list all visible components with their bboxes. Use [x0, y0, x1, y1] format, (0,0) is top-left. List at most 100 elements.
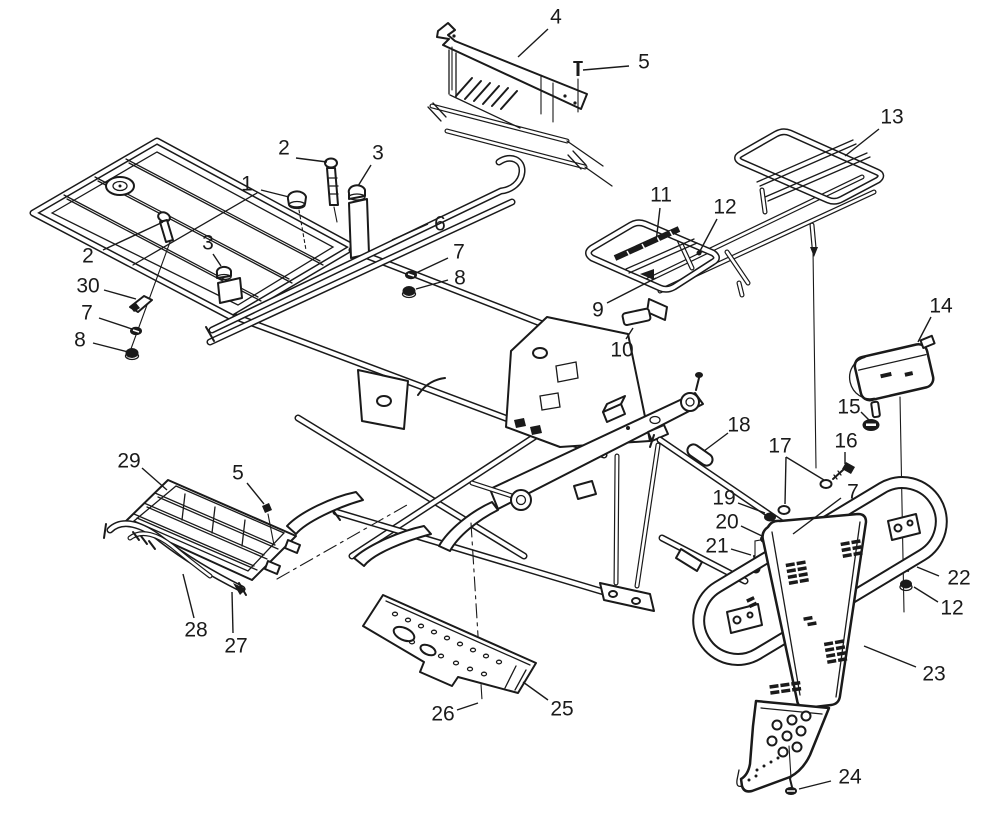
callout-leader-7 — [98, 317, 133, 330]
callout-leader-18 — [703, 432, 729, 452]
callout-leader-1 — [260, 189, 290, 198]
callout-leader-14 — [917, 316, 932, 343]
rivet-12 — [696, 250, 702, 256]
plate-holes — [391, 611, 503, 677]
blade-flange — [438, 501, 499, 552]
callout-3: 3 — [202, 232, 214, 255]
centerline — [276, 504, 408, 580]
footrest-29 — [124, 479, 301, 581]
bumper-plate — [761, 512, 868, 710]
callout-leader-17 — [784, 456, 787, 505]
washer-17 — [819, 479, 833, 489]
callout-leader-28 — [182, 573, 195, 619]
callout-leader-26 — [456, 702, 479, 711]
callout-30: 30 — [76, 275, 99, 298]
callout-27: 27 — [224, 635, 247, 658]
callout-28: 28 — [184, 619, 207, 642]
callout-leader-19 — [737, 502, 766, 514]
callout-29: 29 — [117, 450, 140, 473]
spacer-15 — [870, 400, 881, 419]
callout-12: 12 — [713, 196, 736, 219]
crossbar-tube-6 — [205, 154, 526, 342]
bumper-bracket — [887, 513, 921, 541]
callout-leader-8 — [415, 279, 449, 290]
callout-leader-29 — [141, 467, 168, 491]
callout-leader-4 — [517, 28, 549, 58]
callout-6: 6 — [434, 213, 446, 236]
callout-14: 14 — [929, 295, 953, 318]
callout-22: 22 — [947, 567, 970, 590]
callout-leader-7 — [792, 497, 842, 535]
callout-23: 23 — [922, 663, 945, 686]
cap-3b — [215, 265, 232, 279]
bolt-16 — [832, 462, 855, 480]
callout-7: 7 — [847, 481, 859, 504]
callout-26: 26 — [431, 703, 454, 726]
callout-leader-23 — [863, 645, 917, 668]
callout-leader-25 — [522, 681, 549, 701]
callout-leader-21 — [730, 548, 752, 556]
callout-leader-3 — [357, 164, 372, 187]
callout-leader-5 — [246, 482, 265, 505]
nut-7-left — [130, 326, 142, 336]
callout-21: 21 — [705, 535, 728, 558]
callout-leader-27 — [231, 591, 234, 634]
callout-5: 5 — [638, 51, 650, 74]
bolt-2-top — [324, 157, 339, 223]
callout-5: 5 — [232, 462, 244, 485]
callout-leader-12 — [913, 586, 939, 603]
callout-leader-9 — [606, 277, 657, 304]
callout-8: 8 — [74, 329, 86, 352]
callout-19: 19 — [712, 487, 735, 510]
seat-post — [348, 198, 370, 259]
nut-12-right — [899, 579, 913, 592]
front-bumper-23 — [692, 476, 948, 795]
callout-leader-8 — [92, 342, 129, 353]
callout-leader-22 — [916, 566, 940, 577]
screw-5-footrest — [262, 503, 275, 546]
callout-17: 17 — [768, 435, 791, 458]
callout-25: 25 — [550, 698, 573, 721]
plug-30 — [129, 295, 153, 313]
callout-8: 8 — [454, 267, 466, 290]
callout-4: 4 — [550, 6, 562, 29]
callout-leader-5 — [582, 65, 630, 71]
callout-20: 20 — [715, 511, 738, 534]
mounting-plate-25 — [362, 594, 537, 694]
storage-box-14 — [849, 334, 936, 613]
block-3b — [217, 277, 243, 304]
reflector-10 — [621, 307, 652, 327]
callout-leader-12 — [699, 218, 718, 252]
callout-7: 7 — [453, 241, 465, 264]
arrow-mark — [640, 269, 654, 280]
blade-flange — [286, 491, 364, 535]
main-frame — [206, 184, 704, 701]
callout-leader-20 — [740, 525, 763, 537]
callout-leader-2 — [295, 157, 328, 163]
skid-plate-24 — [739, 699, 831, 793]
top-bracket-assembly — [427, 22, 613, 187]
washer-17 — [777, 505, 791, 515]
rear-beam — [489, 392, 704, 510]
callout-leader-6 — [391, 223, 429, 241]
callout-18: 18 — [727, 414, 750, 437]
callout-leader-11 — [655, 207, 661, 243]
rack-tab — [646, 298, 668, 321]
rear-rack — [585, 128, 885, 469]
callout-7: 7 — [81, 302, 93, 325]
callout-leader-3 — [212, 253, 222, 267]
callout-3: 3 — [372, 142, 384, 165]
callout-leader-13 — [844, 128, 880, 157]
callout-16: 16 — [834, 430, 857, 453]
footrest-guards — [103, 520, 247, 596]
screw-24 — [785, 745, 797, 795]
callout-9: 9 — [592, 299, 604, 322]
callout-1: 1 — [241, 173, 253, 196]
callout-2: 2 — [278, 137, 290, 160]
sleeve-18 — [686, 443, 714, 467]
callout-leader-2 — [102, 221, 164, 251]
bumper-bracket — [726, 603, 763, 634]
callout-24: 24 — [838, 766, 862, 789]
